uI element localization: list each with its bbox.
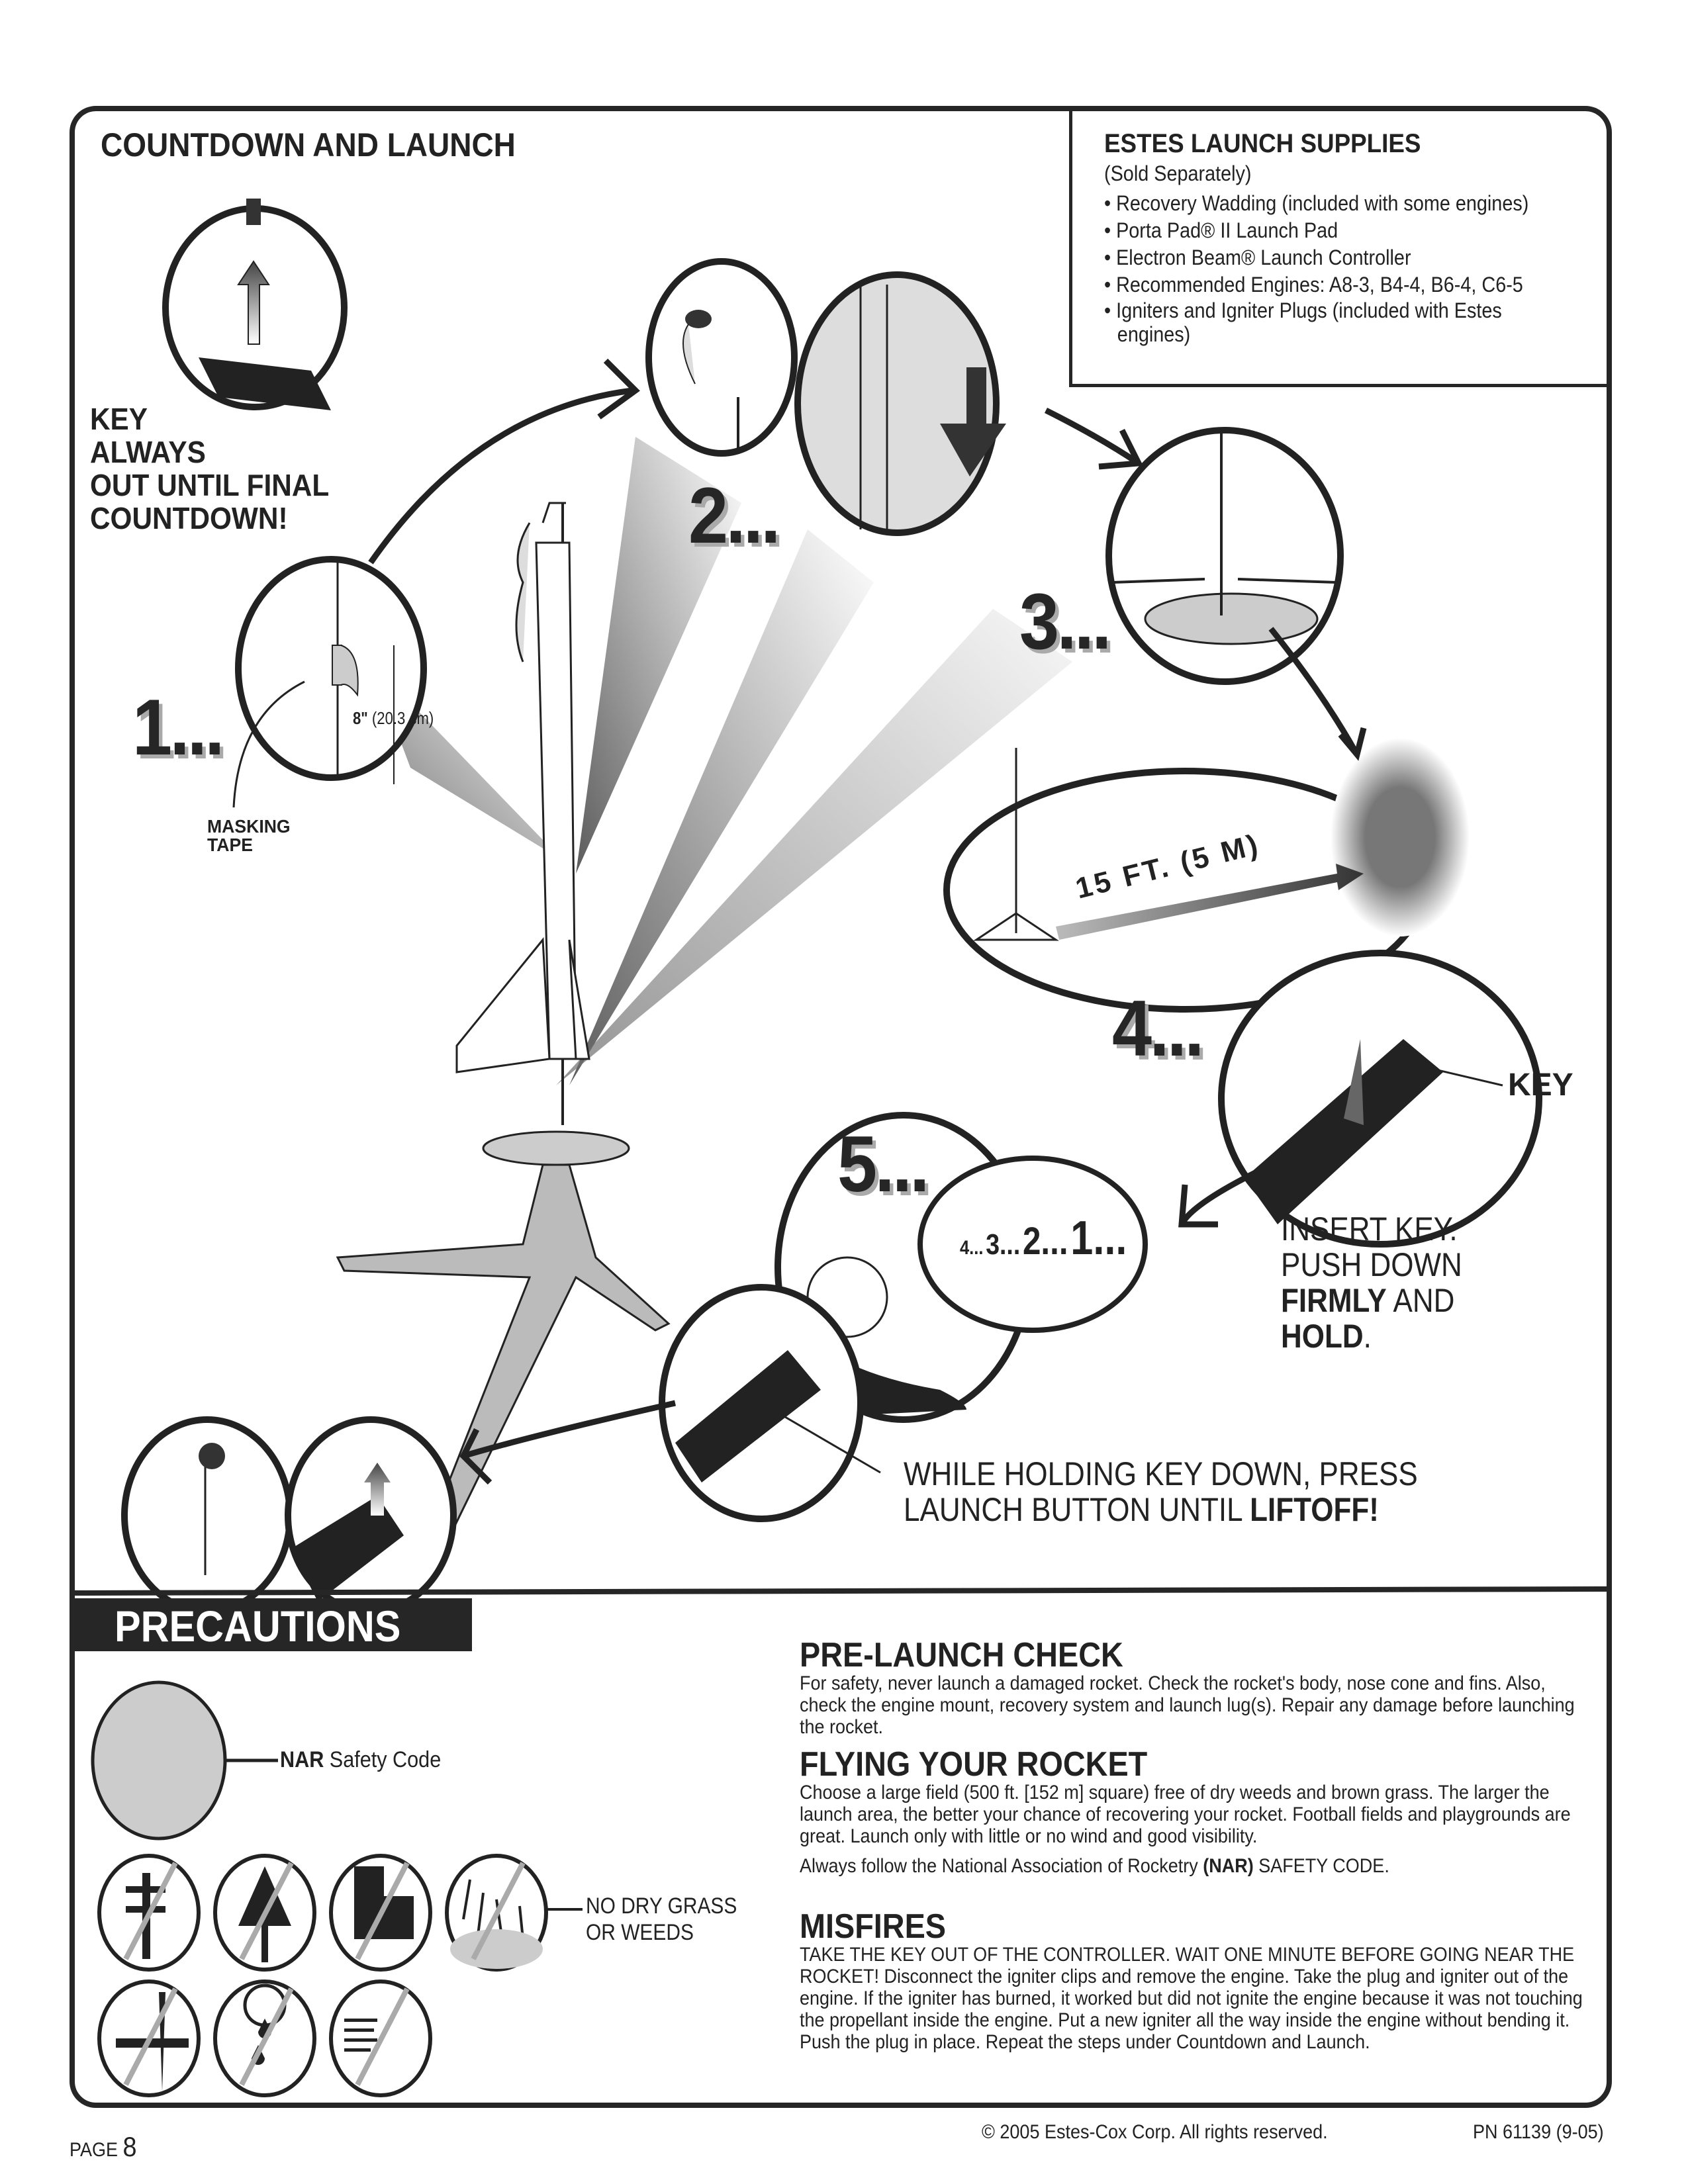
page-frame — [70, 106, 1612, 2108]
emphasis-firmly: FIRMLY — [1281, 1282, 1387, 1319]
no-dry-grass-line: OR WEEDS — [586, 1920, 694, 1945]
page-title: COUNTDOWN AND LAUNCH — [101, 126, 516, 163]
key-warning-line: OUT UNTIL FINAL — [90, 468, 330, 502]
instruction-line: PUSH DOWN — [1281, 1246, 1462, 1283]
supplies-subtitle: (Sold Separately) — [1104, 161, 1252, 185]
supplies-item: • Igniters and Igniter Plugs (included w… — [1104, 298, 1502, 346]
supplies-item: • Recommended Engines: A8-3, B4-4, B6-4,… — [1104, 273, 1523, 296]
rocket-on-pad — [455, 502, 590, 1125]
prelaunch-title: PRE-LAUNCH CHECK — [800, 1636, 1123, 1674]
zoom-beam-4 — [556, 609, 1072, 1085]
supplies-item: • Electron Beam® Launch Controller — [1104, 246, 1411, 269]
masking-tape-line: MASKING — [207, 816, 291, 837]
nar-reminder-text: Always follow the National Association o… — [800, 1855, 1203, 1877]
nar-reminder-text: SAFETY CODE. — [1253, 1855, 1389, 1877]
no-dry-grass-label: NO DRY GRASS OR WEEDS — [586, 1893, 737, 1946]
page-number-value: 8 — [122, 2131, 137, 2162]
detail-circle-rod — [794, 271, 1000, 536]
instruction-text: . — [1363, 1318, 1372, 1355]
insert-key-instruction: INSERT KEY. PUSH DOWN FIRMLY AND HOLD. — [1281, 1211, 1462, 1354]
speech-count-1: 1... — [1070, 1212, 1127, 1265]
instruction-line: FIRMLY AND — [1281, 1283, 1462, 1318]
page-number: PAGE 8 — [70, 2131, 137, 2163]
flying-title: FLYING YOUR ROCKET — [800, 1745, 1148, 1784]
speech-bubble — [917, 1156, 1148, 1333]
detail-circle-wadding — [645, 258, 798, 457]
precaution-icons — [91, 1680, 278, 1841]
part-number: PN 61139 (9-05) — [1473, 2121, 1604, 2143]
supplies-item: • Porta Pad® II Launch Pad — [1104, 218, 1338, 242]
distance-arrow — [1056, 864, 1364, 940]
step-5-label: 5... — [837, 1120, 929, 1208]
speech-count-4: 4... — [960, 1237, 984, 1259]
launch-instruction: WHILE HOLDING KEY DOWN, PRESS LAUNCH BUT… — [904, 1456, 1418, 1527]
misfires-body: TAKE THE KEY OUT OF THE CONTROLLER. WAIT… — [800, 1944, 1583, 2053]
masking-tape-line: TAPE — [207, 835, 253, 855]
speech-countdown: 4... 3... 2... 1... — [960, 1211, 1127, 1265]
nar-acronym: NAR — [280, 1747, 324, 1772]
measurement-label: 8" (20.3 cm) — [353, 708, 434, 729]
nar-reminder: Always follow the National Association o… — [800, 1855, 1592, 1877]
key-warning: KEY ALWAYS OUT UNTIL FINAL COUNTDOWN! — [90, 402, 329, 535]
supplies-list: • Recovery Wadding (included with some e… — [1104, 190, 1599, 346]
key-warning-line: KEY — [90, 402, 148, 436]
nar-reminder-acronym: (NAR) — [1203, 1855, 1254, 1877]
misfires-title: MISFIRES — [800, 1907, 947, 1946]
nar-safety-code-label: NAR Safety Code — [280, 1747, 441, 1773]
key-warning-line: ALWAYS — [90, 435, 206, 469]
launch-leader-line — [761, 1402, 881, 1474]
emphasis-liftoff: LIFTOFF! — [1250, 1491, 1379, 1528]
copyright: © 2005 Estes-Cox Corp. All rights reserv… — [982, 2121, 1328, 2143]
emphasis-hold: HOLD — [1281, 1318, 1364, 1355]
supplies-item: • Recovery Wadding (included with some e… — [1104, 191, 1529, 215]
prelaunch-section: PRE-LAUNCH CHECK For safety, never launc… — [800, 1638, 1594, 1738]
nar-text: Safety Code — [324, 1747, 442, 1772]
instruction-line: WHILE HOLDING KEY DOWN, PRESS — [904, 1455, 1418, 1492]
masking-tape-label: MASKING TAPE — [207, 817, 291, 854]
key-warning-line: COUNTDOWN! — [90, 501, 288, 535]
no-dry-grass-line: NO DRY GRASS — [586, 1893, 737, 1919]
flying-body: Choose a large field (500 ft. [152 m] sq… — [800, 1782, 1571, 1847]
instruction-line: HOLD. — [1281, 1318, 1462, 1354]
instruction-text: LAUNCH BUTTON UNTIL — [904, 1491, 1250, 1528]
instruction-line: INSERT KEY. — [1281, 1210, 1458, 1248]
precautions-header: PRECAUTIONS — [75, 1598, 472, 1651]
speech-count-2: 2... — [1023, 1220, 1068, 1263]
supplies-box: ESTES LAUNCH SUPPLIES (Sold Separately) … — [1069, 109, 1612, 387]
speech-count-3: 3... — [986, 1228, 1021, 1261]
misfires-section: MISFIRES TAKE THE KEY OUT OF THE CONTROL… — [800, 1909, 1594, 2053]
zoom-beam-2 — [576, 437, 741, 874]
kids-photo — [1331, 738, 1470, 936]
instruction-text: AND — [1386, 1282, 1455, 1319]
key-callout: KEY — [1508, 1068, 1573, 1103]
flying-section: FLYING YOUR ROCKET Choose a large field … — [800, 1747, 1594, 1877]
precautions-title: PRECAUTIONS — [115, 1602, 401, 1651]
step-2-label: 2... — [688, 471, 780, 560]
zoom-beam-3 — [569, 529, 874, 1085]
step-1-label: 1... — [132, 683, 224, 772]
detail-circle-masking-tape — [235, 556, 427, 781]
step-4-label: 4... — [1112, 984, 1204, 1073]
measurement-value: 8" — [353, 708, 368, 728]
instruction-line: LAUNCH BUTTON UNTIL LIFTOFF! — [904, 1492, 1418, 1527]
measurement-metric: (20.3 cm) — [367, 708, 434, 728]
flow-arrows — [368, 358, 1367, 1485]
page-label: PAGE — [70, 2139, 118, 2161]
key-leader-line — [1389, 1058, 1503, 1087]
supplies-title: ESTES LAUNCH SUPPLIES — [1104, 129, 1421, 158]
step-3-label: 3... — [1019, 577, 1111, 666]
prelaunch-body: For safety, never launch a damaged rocke… — [800, 1672, 1575, 1738]
